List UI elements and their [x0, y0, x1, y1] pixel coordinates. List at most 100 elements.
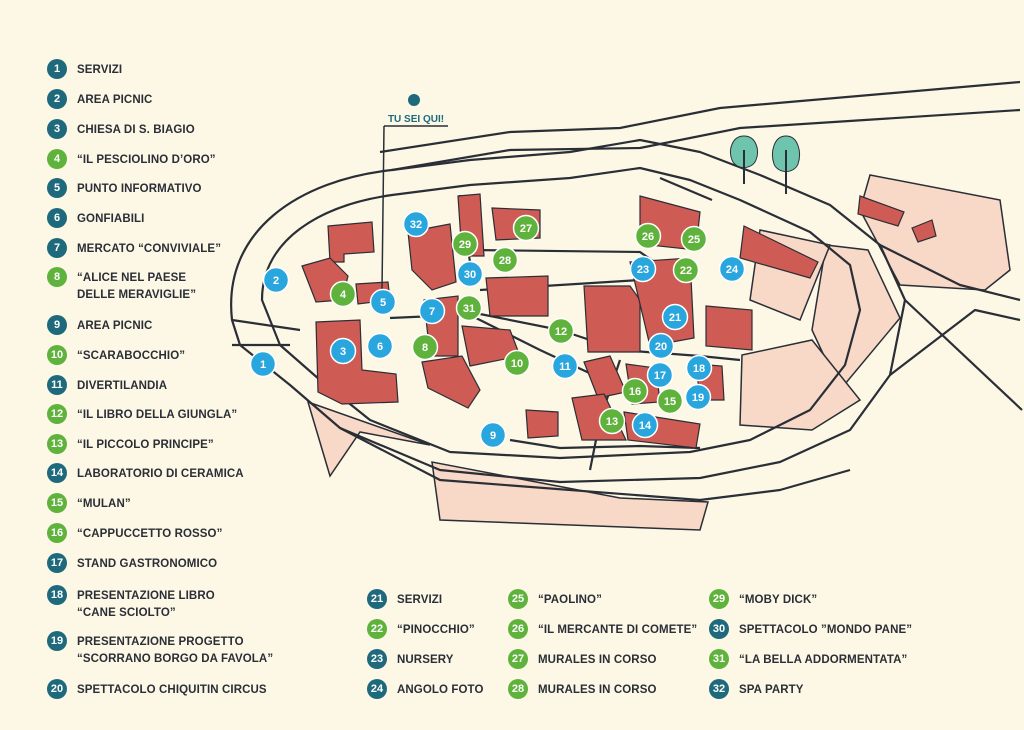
map-marker-7[interactable]: 7: [418, 297, 446, 325]
legend-label: “IL MERCANTE DI COMETE”: [538, 624, 698, 636]
legend-number-badge: 15: [47, 493, 67, 513]
marker-circle: [451, 230, 479, 258]
map-marker-20[interactable]: 20: [647, 332, 675, 360]
marker-circle: [411, 333, 439, 361]
legend-label: PRESENTAZIONE PROGETTO“SCORRANO BORGO DA…: [77, 636, 274, 665]
marker-number: 5: [380, 297, 386, 309]
marker-number: 18: [693, 363, 705, 375]
legend-label: “PINOCCHIO”: [397, 624, 475, 636]
legend-label: DIVERTILANDIA: [77, 380, 168, 392]
map-marker-27[interactable]: 27: [512, 214, 540, 242]
map-marker-31[interactable]: 31: [455, 294, 483, 322]
legend-label: STAND GASTRONOMICO: [77, 558, 218, 570]
map-marker-22[interactable]: 22: [672, 256, 700, 284]
legend-number-badge: 26: [508, 619, 528, 639]
legend-item: 18 PRESENTAZIONE LIBRO“CANE SCIOLTO”: [47, 585, 215, 622]
legend-number-badge: 10: [47, 345, 67, 365]
legend-number-badge: 18: [47, 585, 67, 605]
legend-number-badge: 28: [508, 679, 528, 699]
map-marker-25[interactable]: 25: [680, 225, 708, 253]
marker-circle: [418, 297, 446, 325]
legend-item: 12“IL LIBRO DELLA GIUNGLA”: [47, 404, 237, 424]
legend-item: 10“SCARABOCCHIO”: [47, 345, 185, 365]
map-marker-12[interactable]: 12: [547, 317, 575, 345]
legend-number-badge: 16: [47, 523, 67, 543]
marker-circle: [329, 337, 357, 365]
legend-number-badge: 17: [47, 553, 67, 573]
building-o: [705, 305, 753, 351]
marker-circle: [631, 411, 659, 439]
map-marker-9[interactable]: 9: [479, 421, 507, 449]
legend-number-badge: 32: [709, 679, 729, 699]
building-w: [911, 219, 937, 243]
legend-number-badge: 9: [47, 315, 67, 335]
lot-bottom: [431, 461, 709, 531]
marker-number: 21: [669, 312, 681, 324]
lot-east-upper: [811, 244, 901, 392]
marker-number: 11: [559, 361, 571, 373]
map-marker-16[interactable]: 16: [621, 377, 649, 405]
road-north-2: [391, 108, 1021, 172]
marker-circle: [661, 303, 689, 331]
map-marker-6[interactable]: 6: [366, 332, 394, 360]
legend-label: “MULAN”: [77, 498, 131, 510]
map-marker-4[interactable]: 4: [329, 280, 357, 308]
marker-circle: [547, 317, 575, 345]
legend-label: SPA PARTY: [739, 684, 804, 696]
legend-number-badge: 23: [367, 649, 387, 669]
map-marker-23[interactable]: 23: [629, 255, 657, 283]
building-j: [421, 355, 481, 409]
marker-circle: [629, 255, 657, 283]
map-marker-28[interactable]: 28: [491, 246, 519, 274]
marker-number: 23: [637, 264, 649, 276]
map-marker-10[interactable]: 10: [503, 349, 531, 377]
map-marker-13[interactable]: 13: [598, 407, 626, 435]
marker-circle: [684, 383, 712, 411]
map-marker-24[interactable]: 24: [718, 255, 746, 283]
legend-number-badge: 11: [47, 375, 67, 395]
map-marker-30[interactable]: 30: [456, 260, 484, 288]
legend-number-badge: 13: [47, 434, 67, 454]
map-marker-19[interactable]: 19: [684, 383, 712, 411]
map-marker-29[interactable]: 29: [451, 230, 479, 258]
marker-circle: [456, 260, 484, 288]
legend-item: 17 STAND GASTRONOMICO: [47, 553, 218, 573]
marker-circle: [512, 214, 540, 242]
marker-number: 3: [340, 346, 346, 358]
map-marker-18[interactable]: 18: [685, 354, 713, 382]
map-marker-5[interactable]: 5: [369, 288, 397, 316]
marker-circle: [672, 256, 700, 284]
map-marker-3[interactable]: 3: [329, 337, 357, 365]
map-marker-17[interactable]: 17: [646, 361, 674, 389]
legend-number-badge: 29: [709, 589, 729, 609]
map-marker-21[interactable]: 21: [661, 303, 689, 331]
legend-item: 26 “IL MERCANTE DI COMETE”: [508, 619, 698, 639]
legend-label: PRESENTAZIONE LIBRO“CANE SCIOLTO”: [77, 590, 215, 619]
legend-item: 25“PAOLINO”: [508, 589, 602, 609]
map-marker-32[interactable]: 32: [402, 210, 430, 238]
map-marker-14[interactable]: 14: [631, 411, 659, 439]
inner-ring: [260, 166, 862, 460]
map-marker-2[interactable]: 2: [262, 266, 290, 294]
marker-number: 17: [654, 370, 666, 382]
map-marker-11[interactable]: 11: [551, 352, 579, 380]
legend-number-badge: 27: [508, 649, 528, 669]
map-marker-26[interactable]: 26: [634, 222, 662, 250]
marker-circle: [369, 288, 397, 316]
map-marker-8[interactable]: 8: [411, 333, 439, 361]
map-marker-1[interactable]: 1: [249, 350, 277, 378]
marker-circle: [455, 294, 483, 322]
legend-number-badge: 5: [47, 178, 67, 198]
marker-circle: [646, 361, 674, 389]
road-north: [379, 80, 1021, 154]
map-marker-15[interactable]: 15: [656, 387, 684, 415]
marker-circle: [402, 210, 430, 238]
